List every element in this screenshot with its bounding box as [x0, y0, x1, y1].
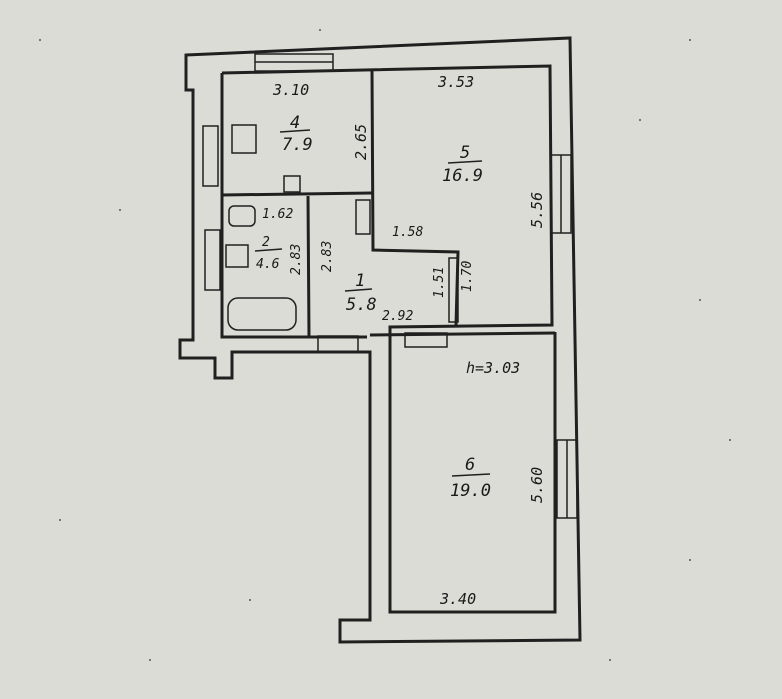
dim-room5-depth: 5.56: [528, 192, 546, 228]
bathtub-icon: [227, 297, 297, 331]
dim-kitchen-depth: 2.65: [352, 124, 370, 160]
door-entry: [317, 335, 359, 353]
room-labels: 4 7.9 2 4.6 1 5.8 5 16.9 6 19.0: [254, 113, 491, 501]
window-bath-left: [204, 229, 221, 291]
windows: [202, 53, 578, 519]
dim-hall-niche-width: 1.58: [392, 225, 423, 240]
sink-icon: [283, 175, 301, 193]
paper-specks: [39, 29, 731, 661]
door-room6: [404, 332, 448, 348]
room-4-number: 4: [290, 113, 300, 133]
room-2-number: 2: [262, 235, 270, 250]
dim-bath-width: 1.62: [262, 207, 293, 222]
dim-room6-width: 3.40: [439, 590, 476, 608]
room-6-number: 6: [465, 455, 475, 475]
room-1-area: 5.8: [346, 295, 377, 315]
closet-strip: [448, 257, 459, 323]
room-1-number: 1: [355, 271, 365, 291]
ceiling-height: h=3.03: [466, 359, 520, 377]
room-5-area: 16.9: [442, 166, 483, 186]
room-4-area: 7.9: [282, 135, 313, 155]
dimension-labels: 3.10 2.65 1.62 2.83 2.83 1.58 1.51 1.70 …: [262, 73, 546, 608]
dim-kitchen-width: 3.10: [272, 81, 309, 99]
walls: [178, 36, 582, 644]
dim-bath-depth: 2.83: [289, 244, 304, 275]
toilet-icon: [225, 244, 249, 268]
vent-icon: [355, 199, 371, 235]
washbasin-icon: [228, 205, 256, 227]
room-2-area: 4.6: [256, 257, 280, 272]
room-5-number: 5: [460, 143, 470, 163]
dim-hall-depth: 2.83: [320, 241, 335, 272]
fixtures: [225, 124, 371, 331]
dim-room5-partition: 1.70: [460, 261, 475, 292]
dim-room6-depth: 5.60: [528, 467, 546, 503]
dim-room5-width: 3.53: [437, 73, 474, 91]
dim-hall-niche-depth: 1.51: [432, 267, 447, 298]
room-6-area: 19.0: [450, 481, 491, 501]
stove-icon: [231, 124, 257, 154]
window-kitchen-left: [202, 125, 219, 187]
dim-hall-width: 2.92: [382, 309, 413, 324]
